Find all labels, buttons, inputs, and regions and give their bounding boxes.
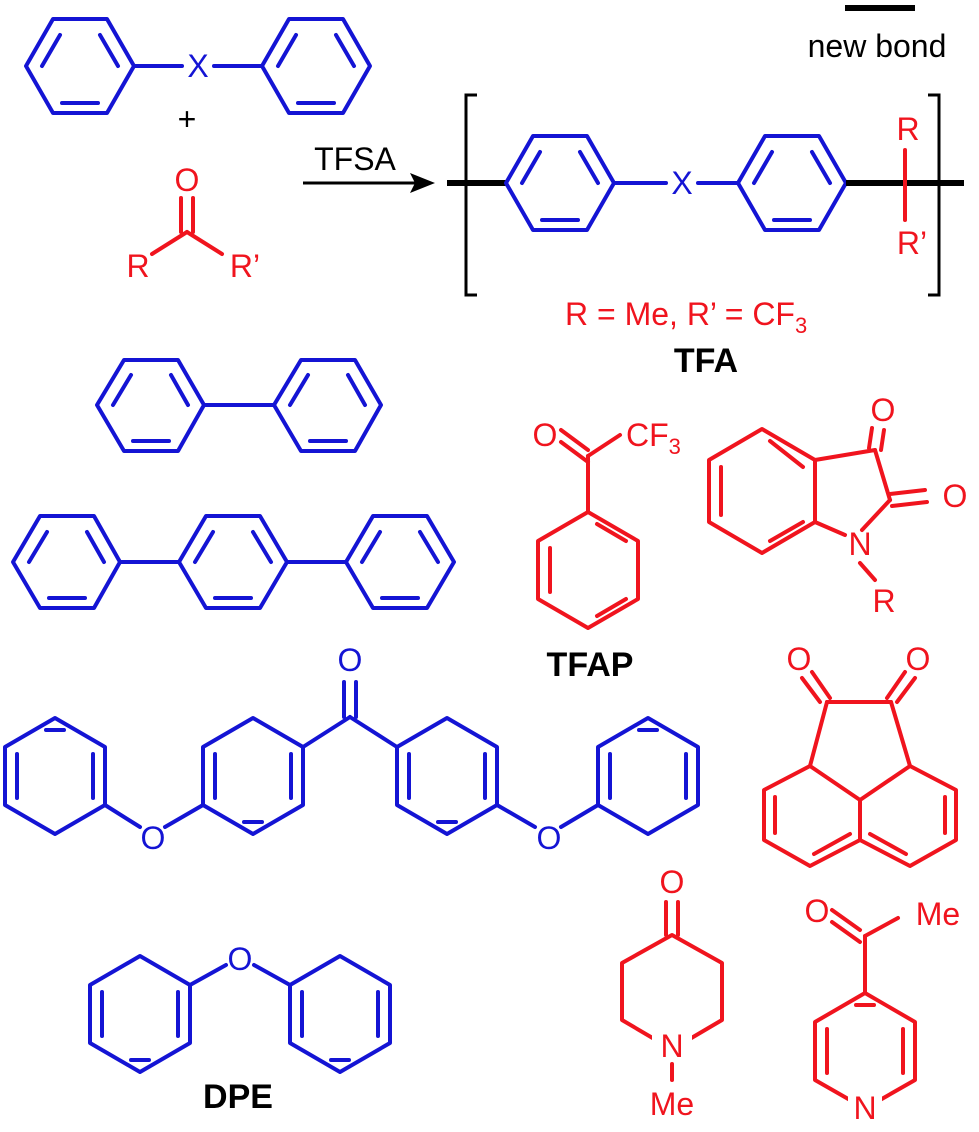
benzene-ring xyxy=(272,358,383,453)
right-bracket xyxy=(928,93,941,297)
pyridine-nitrogen: N xyxy=(853,1090,876,1126)
n-substituted-isatin: O O N R xyxy=(707,392,968,619)
benzene-ring xyxy=(3,716,107,836)
p-terphenyl xyxy=(11,514,456,610)
ketone-r-label: R xyxy=(126,248,149,284)
ether-oxygen-right: O xyxy=(537,820,562,856)
linker-x-label: X xyxy=(187,48,208,84)
biphenyl xyxy=(95,358,383,453)
benzene-ring xyxy=(344,514,456,610)
ketone-oxygen: O xyxy=(175,162,200,198)
tfsa-reagent-label: TFSA xyxy=(314,141,396,177)
benzene-ring xyxy=(201,716,305,836)
benzene-ring xyxy=(707,427,817,555)
benzene-ring xyxy=(11,514,122,610)
left-bracket xyxy=(464,93,477,297)
diaryl-monomer: X xyxy=(24,17,372,115)
ether-oxygen-left: O xyxy=(141,820,166,856)
benzene-ring xyxy=(504,134,616,232)
new-bond-label: new bond xyxy=(808,28,947,64)
polymer-r-prime-label: R’ xyxy=(897,225,927,261)
tfa-polymer: X R R’ R = Me, R’ = CF3 TFA xyxy=(447,93,964,380)
benzene-ring xyxy=(24,17,136,115)
benzene-ring xyxy=(536,510,640,630)
benzene-ring xyxy=(88,954,192,1074)
tfap-cf3-label: CF3 xyxy=(626,417,681,459)
tfap-oxygen: O xyxy=(533,417,558,453)
benzene-ring xyxy=(736,134,848,232)
isatin-oxygen-2: O xyxy=(943,478,968,514)
benzene-ring xyxy=(260,17,372,115)
n-methyl-piperidone: O N Me xyxy=(620,864,724,1122)
diphenyl-ether: O DPE xyxy=(88,941,392,1116)
bis-phenoxyphenyl-ketone: O O O xyxy=(3,642,700,856)
acenaph-oxygen-1: O xyxy=(787,641,812,677)
benzene-ring xyxy=(95,358,206,453)
ketone-r-prime-label: R’ xyxy=(230,248,260,284)
reaction-arrow: TFSA xyxy=(303,141,435,193)
acenaphthenequinone: O O xyxy=(762,641,958,868)
ketone-monomer: O R R’ xyxy=(126,162,260,284)
ketone-oxygen: O xyxy=(338,642,363,678)
isatin-r-label: R xyxy=(872,583,895,619)
acetyl-methyl: Me xyxy=(916,896,960,932)
polymer-r-label: R xyxy=(896,111,919,147)
plus-sign: + xyxy=(178,101,197,137)
polymer-linker-x: X xyxy=(671,165,692,201)
tfap-name: TFAP xyxy=(547,646,634,684)
acetyl-oxygen: O xyxy=(805,893,830,929)
benzene-ring xyxy=(596,716,700,836)
4-acetylpyridine: O Me N xyxy=(805,893,961,1126)
piperidone-nitrogen: N xyxy=(660,1028,683,1064)
new-bond-legend: new bond xyxy=(808,5,947,64)
isatin-oxygen-1: O xyxy=(871,392,896,428)
dpe-oxygen: O xyxy=(228,941,253,977)
substituent-definition: R = Me, R’ = CF3 xyxy=(565,296,807,338)
benzene-ring xyxy=(395,716,499,836)
isatin-nitrogen: N xyxy=(848,526,871,562)
benzene-ring xyxy=(177,514,289,610)
piperidone-oxygen: O xyxy=(660,864,685,900)
piperidone-methyl: Me xyxy=(650,1086,694,1122)
acenaph-oxygen-2: O xyxy=(906,641,931,677)
benzene-ring xyxy=(288,954,392,1074)
trifluoroacetophenone: O CF3 TFAP xyxy=(533,417,681,684)
tfa-polymer-name: TFA xyxy=(674,342,738,380)
dpe-name: DPE xyxy=(203,1078,273,1116)
